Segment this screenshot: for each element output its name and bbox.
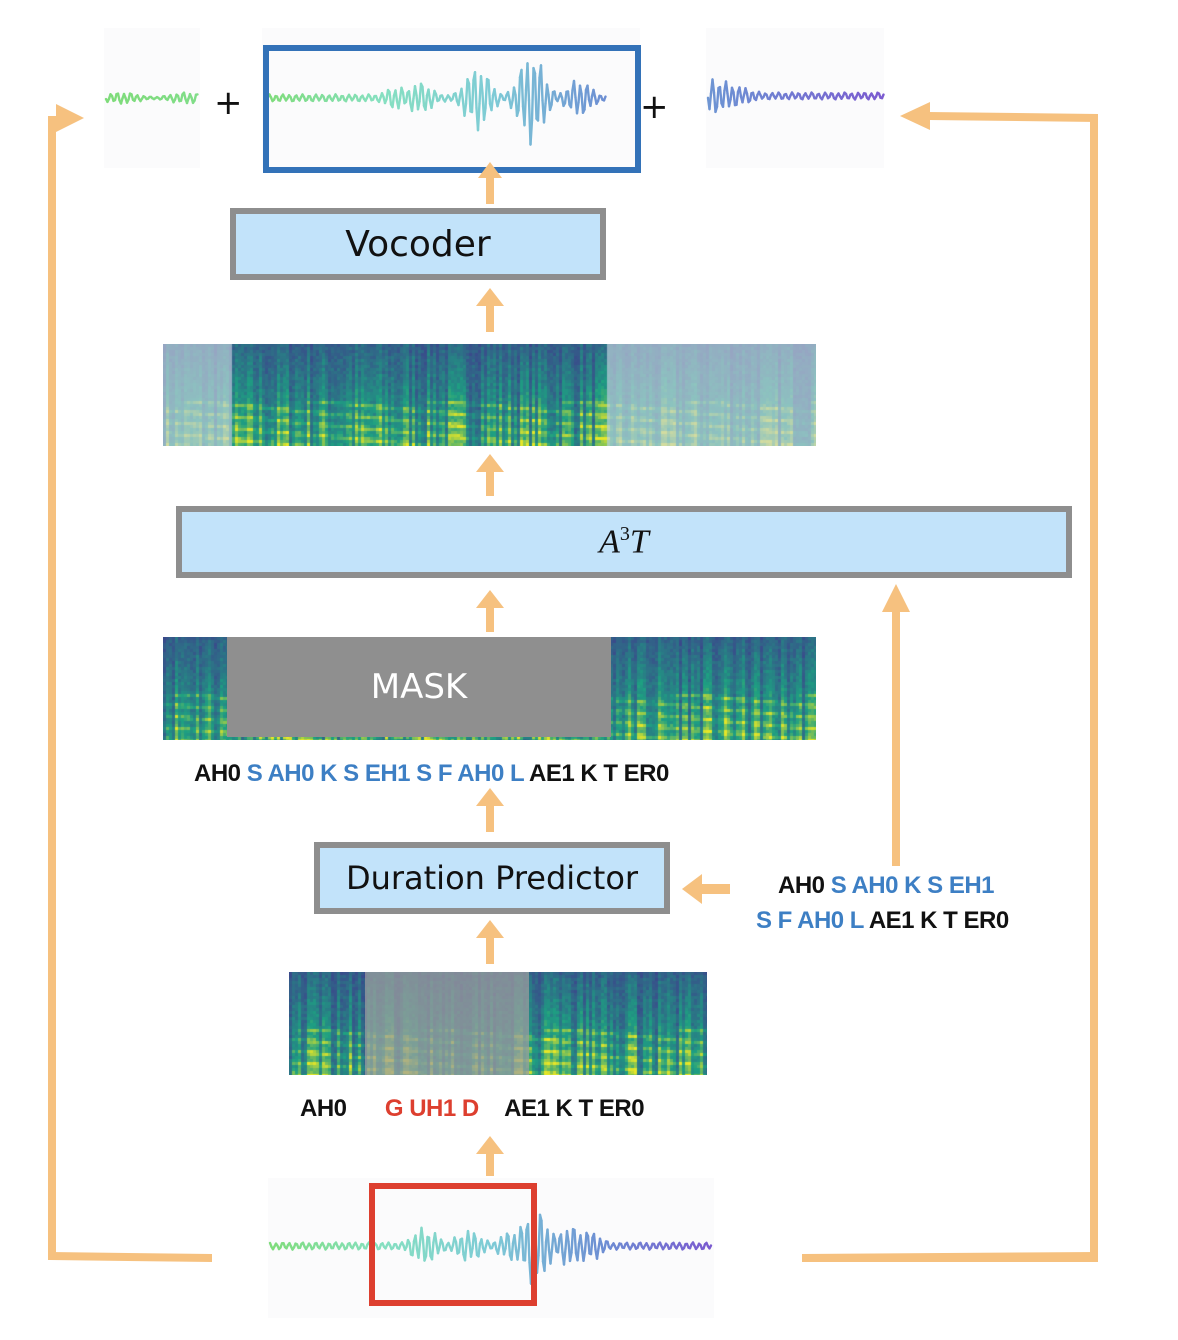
- output-left-context-panel: [104, 28, 200, 168]
- duration-predictor-block: Duration Predictor: [314, 842, 670, 914]
- input-waveform: [268, 1213, 713, 1285]
- masked-phoneme-sequence: AH0 S AH0 K S EH1 S F AH0 L AE1 K T ER0: [194, 760, 669, 787]
- arrow-text-to-a3t-icon: [882, 584, 910, 866]
- arrow-up-icon: [476, 454, 504, 496]
- input-waveform-panel: [268, 1178, 714, 1318]
- edit-region-box: [369, 1183, 537, 1306]
- arrow-up-icon: [476, 920, 504, 964]
- loop-arrow-right-icon: [802, 102, 1098, 1262]
- masked-spectrogram: MASK: [163, 637, 816, 740]
- original-edit-region-overlay: [365, 972, 529, 1075]
- a3t-label: A3T: [599, 522, 649, 561]
- arrow-up-icon: [476, 590, 504, 632]
- output-spectrogram: [163, 344, 816, 446]
- arrow-up-icon: [476, 288, 504, 332]
- vocoder-block: Vocoder: [230, 208, 606, 280]
- vocoder-label: Vocoder: [345, 223, 491, 265]
- original-phoneme-sequence: AH0 G UH1 D AE1 K T ER0: [300, 1095, 645, 1122]
- output-right-context-panel: [706, 28, 884, 168]
- mask-label: MASK: [370, 667, 468, 707]
- output-edited-segment-panel: [262, 28, 640, 168]
- target-text-line-1: AH0 S AH0 K S EH1: [778, 872, 995, 899]
- plus-sign-left: +: [214, 83, 243, 123]
- arrow-left-icon: [682, 874, 730, 904]
- target-text-line-2: S F AH0 L AE1 K T ER0: [756, 907, 1009, 934]
- mask-region: MASK: [227, 637, 611, 737]
- arrow-up-icon: [478, 162, 502, 204]
- arrow-up-icon: [476, 788, 504, 832]
- a3t-block: A3T: [176, 506, 1072, 578]
- arrow-up-icon: [476, 1136, 504, 1176]
- original-spectrogram: [289, 972, 707, 1075]
- plus-sign-right: +: [640, 87, 669, 127]
- duration-predictor-label: Duration Predictor: [345, 859, 639, 897]
